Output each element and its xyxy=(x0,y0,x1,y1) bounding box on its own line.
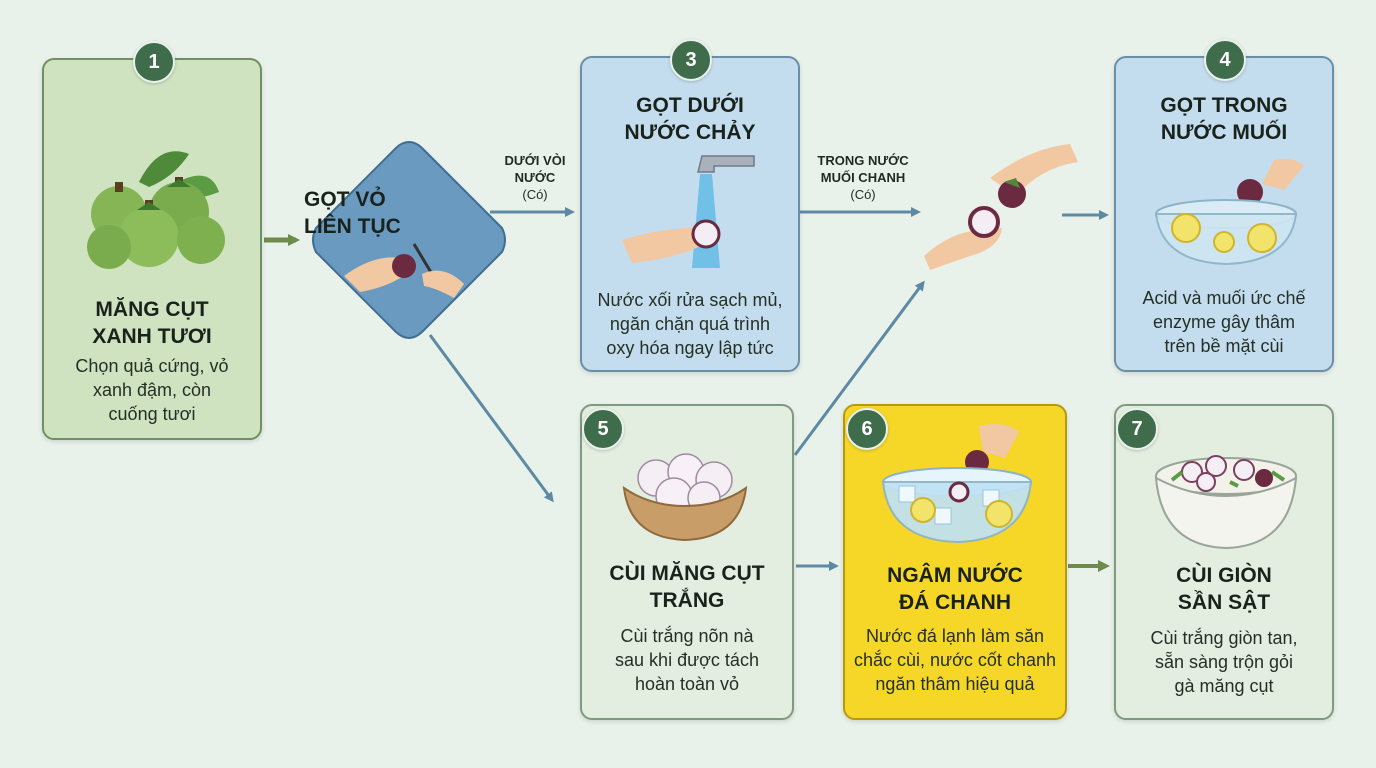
water-tap-icon xyxy=(622,155,755,268)
ice-lemon-water-bowl-icon xyxy=(881,424,1033,544)
step-1-badge: 1 xyxy=(133,41,175,83)
step-4-badge: 4 xyxy=(1204,39,1246,81)
step-2-diamond xyxy=(312,140,506,339)
white-flesh-bowl-icon xyxy=(622,453,748,542)
peeling-hands-icon xyxy=(924,144,1078,270)
step-3-badge: 3 xyxy=(670,39,712,81)
arrow-5-to-hand xyxy=(793,280,925,456)
peeling-hand-icon xyxy=(344,243,464,298)
arrow-2-to-5 xyxy=(428,334,554,503)
step-3-desc: Nước xối rửa sạch mủ,ngăn chặn quá trình… xyxy=(597,290,783,358)
crispy-flesh-bowl-icon xyxy=(1154,455,1298,550)
step-5-badge: 5 xyxy=(582,408,624,450)
step-6-badge: 6 xyxy=(846,408,888,450)
step-7-badge: 7 xyxy=(1116,408,1158,450)
green-mangosteen-icon xyxy=(87,151,225,269)
salt-water-bowl-icon xyxy=(1154,158,1304,266)
